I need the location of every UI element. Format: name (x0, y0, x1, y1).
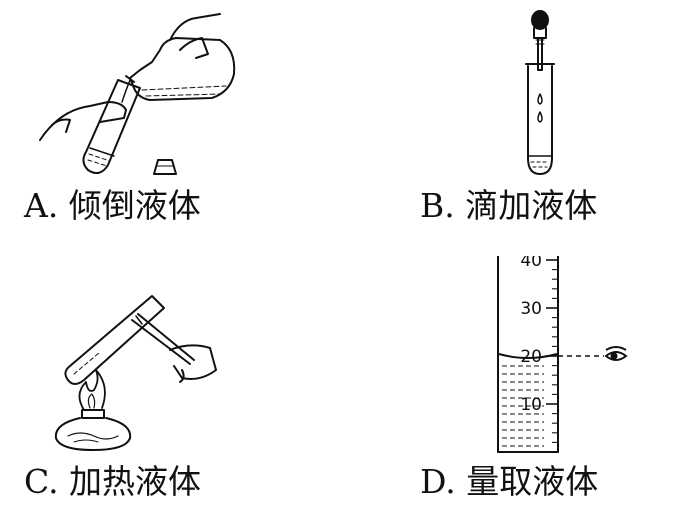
caption-measuring: D. 量取液体 (420, 462, 598, 502)
scale-label: 30 (520, 299, 542, 319)
scale-label: 20 (520, 347, 542, 367)
eye-icon (606, 347, 626, 360)
scale-label: 40 (520, 256, 542, 271)
hand-icon (170, 345, 216, 382)
pouring-illustration (30, 10, 250, 180)
reagent-bottle-icon (126, 38, 234, 100)
test-tube-holder-icon (132, 314, 194, 364)
graduated-cylinder-icon: 40 30 20 10 (486, 256, 636, 456)
caption-dropping: B. 滴加液体 (420, 186, 597, 226)
dropping-illustration (500, 8, 580, 180)
caption-heating: C. 加热液体 (24, 462, 201, 502)
alcohol-lamp-icon (56, 410, 130, 450)
caption-pouring: A. 倾倒液体 (24, 186, 201, 226)
dropper-icon (532, 11, 548, 70)
heating-illustration (40, 290, 220, 455)
bottle-stopper-icon (154, 160, 176, 174)
test-tube-icon (65, 296, 164, 384)
test-tube-icon (83, 80, 140, 173)
test-tube-icon (526, 64, 554, 174)
scale-ticks (546, 260, 558, 442)
scale-labels: 40 30 20 10 (520, 256, 542, 415)
scale-label: 10 (520, 395, 542, 415)
